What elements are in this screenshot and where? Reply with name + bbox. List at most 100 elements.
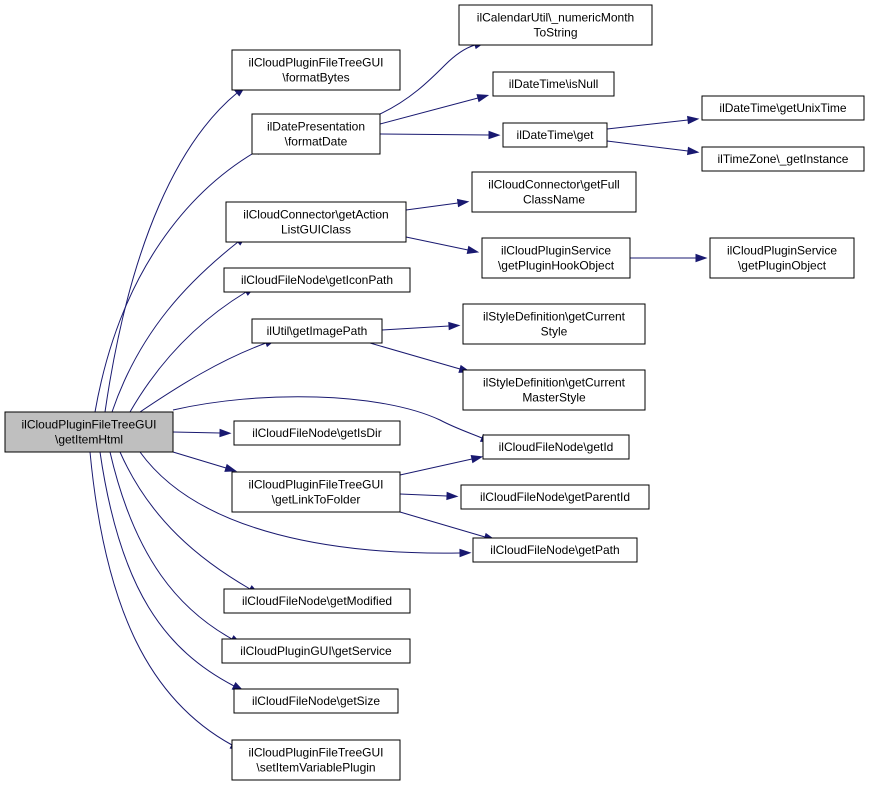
node-label-line: ilCalendarUtil\_numericMonth bbox=[477, 11, 634, 25]
node-getPluginHookObject[interactable]: ilCloudPluginService\getPluginHookObject bbox=[481, 237, 631, 279]
node-getIsDir[interactable]: ilCloudFileNode\getIsDir bbox=[233, 420, 401, 446]
edge-line bbox=[399, 458, 473, 476]
node-box bbox=[482, 434, 630, 460]
nodes-layer: ilCloudPluginFileTreeGUI\getItemHtmlilCl… bbox=[4, 4, 865, 781]
node-label-line: ilCloudPluginService bbox=[501, 244, 611, 258]
edge-line bbox=[379, 97, 479, 125]
node-label-line: Style bbox=[541, 325, 568, 339]
node-label-line: ilCloudFileNode\getId bbox=[499, 440, 614, 454]
node-getService[interactable]: ilCloudPluginGUI\getService bbox=[221, 638, 411, 664]
node-formatDate[interactable]: ilDatePresentation\formatDate bbox=[251, 113, 381, 155]
edge-line bbox=[405, 236, 469, 251]
node-label-line: \getPluginHookObject bbox=[498, 259, 615, 273]
arrowhead bbox=[446, 491, 459, 501]
edge-line bbox=[379, 44, 476, 115]
edge-line bbox=[405, 202, 459, 211]
node-label-line: ilDateTime\get bbox=[517, 128, 595, 142]
edge-line bbox=[606, 140, 689, 152]
edge-line bbox=[139, 342, 267, 413]
node-formatBytes[interactable]: ilCloudPluginFileTreeGUI\formatBytes bbox=[231, 49, 401, 91]
node-getModified[interactable]: ilCloudFileNode\getModified bbox=[223, 588, 411, 614]
node-getIconPath[interactable]: ilCloudFileNode\getIconPath bbox=[223, 267, 411, 293]
node-label-line: ilDatePresentation bbox=[267, 120, 365, 134]
edge-line bbox=[172, 431, 221, 434]
node-getPluginObject[interactable]: ilCloudPluginService\getPluginObject bbox=[709, 237, 855, 279]
node-label-line: ilDateTime\getUnixTime bbox=[719, 101, 846, 115]
node-getImagePath[interactable]: ilUtil\getImagePath bbox=[251, 318, 383, 344]
arrowhead bbox=[459, 548, 472, 558]
node-getSize[interactable]: ilCloudFileNode\getSize bbox=[233, 688, 399, 714]
node-label-line: ilCloudPluginFileTreeGUI bbox=[249, 56, 384, 70]
edge-root-to-getImagePath bbox=[139, 339, 277, 413]
node-getParentId[interactable]: ilCloudFileNode\getParentId bbox=[460, 484, 650, 510]
node-label-line: ToString bbox=[533, 26, 577, 40]
node-box bbox=[481, 237, 631, 279]
edge-getLinkToFolder-to-getId bbox=[399, 455, 484, 476]
edge-root-to-getIconPath bbox=[129, 286, 256, 413]
edge-line bbox=[139, 451, 461, 554]
node-label-line: ilUtil\getImagePath bbox=[267, 324, 368, 338]
edge-root-to-getPath bbox=[139, 451, 472, 558]
edge-line bbox=[111, 241, 239, 413]
node-label-line: ilCloudFileNode\getParentId bbox=[480, 490, 630, 504]
node-label-line: ilStyleDefinition\getCurrent bbox=[483, 376, 626, 390]
arrowhead bbox=[686, 146, 700, 156]
node-box bbox=[233, 420, 401, 446]
arrowhead bbox=[219, 428, 232, 438]
edge-formatDate-to-isNull bbox=[379, 94, 490, 125]
node-box bbox=[251, 113, 381, 155]
node-box bbox=[251, 318, 383, 344]
node-box bbox=[462, 303, 646, 345]
edge-line bbox=[109, 451, 233, 640]
node-dtGet[interactable]: ilDateTime\get bbox=[502, 122, 608, 148]
arrowhead bbox=[470, 455, 484, 464]
edge-line bbox=[129, 291, 247, 413]
node-label-line: ilCloudPluginFileTreeGUI bbox=[249, 478, 384, 492]
node-getId[interactable]: ilCloudFileNode\getId bbox=[482, 434, 630, 460]
edge-line bbox=[369, 342, 461, 370]
node-isNull[interactable]: ilDateTime\isNull bbox=[492, 71, 615, 97]
edge-getActionListGUIClass-to-getPluginHookObject bbox=[405, 236, 480, 255]
arrowhead bbox=[456, 198, 470, 208]
edge-line bbox=[99, 451, 235, 687]
node-box bbox=[502, 122, 608, 148]
node-box bbox=[231, 471, 401, 513]
node-root[interactable]: ilCloudPluginFileTreeGUI\getItemHtml bbox=[4, 411, 174, 453]
node-label-line: \formatBytes bbox=[282, 71, 349, 85]
node-label-line: ilCloudPluginService bbox=[727, 244, 837, 258]
node-getPath[interactable]: ilCloudFileNode\getPath bbox=[472, 537, 638, 563]
node-box bbox=[225, 201, 407, 243]
node-label-line: ilDateTime\isNull bbox=[509, 77, 599, 91]
edge-line bbox=[399, 511, 486, 538]
edge-line bbox=[379, 133, 490, 136]
node-label-line: \getLinkToFolder bbox=[272, 493, 361, 507]
edge-formatDate-to-dtGet bbox=[379, 130, 501, 140]
edge-dtGet-to-getUnixTime bbox=[606, 115, 700, 130]
node-label-line: ilCloudPluginFileTreeGUI bbox=[22, 418, 157, 432]
node-box bbox=[701, 95, 865, 121]
node-getInstance[interactable]: ilTimeZone\_getInstance bbox=[701, 146, 865, 172]
node-box bbox=[223, 588, 411, 614]
node-getLinkToFolder[interactable]: ilCloudPluginFileTreeGUI\getLinkToFolder bbox=[231, 471, 401, 513]
edge-root-to-getIsDir bbox=[172, 428, 232, 438]
node-label-line: \formatDate bbox=[285, 135, 348, 149]
arrowhead bbox=[687, 115, 700, 125]
edge-line bbox=[94, 150, 258, 413]
edge-getPluginHookObject-to-getPluginObject bbox=[630, 253, 708, 263]
node-label-line: ilTimeZone\_getInstance bbox=[718, 152, 849, 166]
node-setItemVariablePlugin[interactable]: ilCloudPluginFileTreeGUI\setItemVariable… bbox=[231, 739, 401, 781]
edge-line bbox=[89, 451, 233, 746]
node-label-line: \getItemHtml bbox=[55, 433, 123, 447]
edge-line bbox=[172, 451, 227, 469]
node-label-line: MasterStyle bbox=[522, 391, 586, 405]
node-getUnixTime[interactable]: ilDateTime\getUnixTime bbox=[701, 95, 865, 121]
node-box bbox=[4, 411, 174, 453]
node-box bbox=[221, 638, 411, 664]
node-box bbox=[231, 49, 401, 91]
